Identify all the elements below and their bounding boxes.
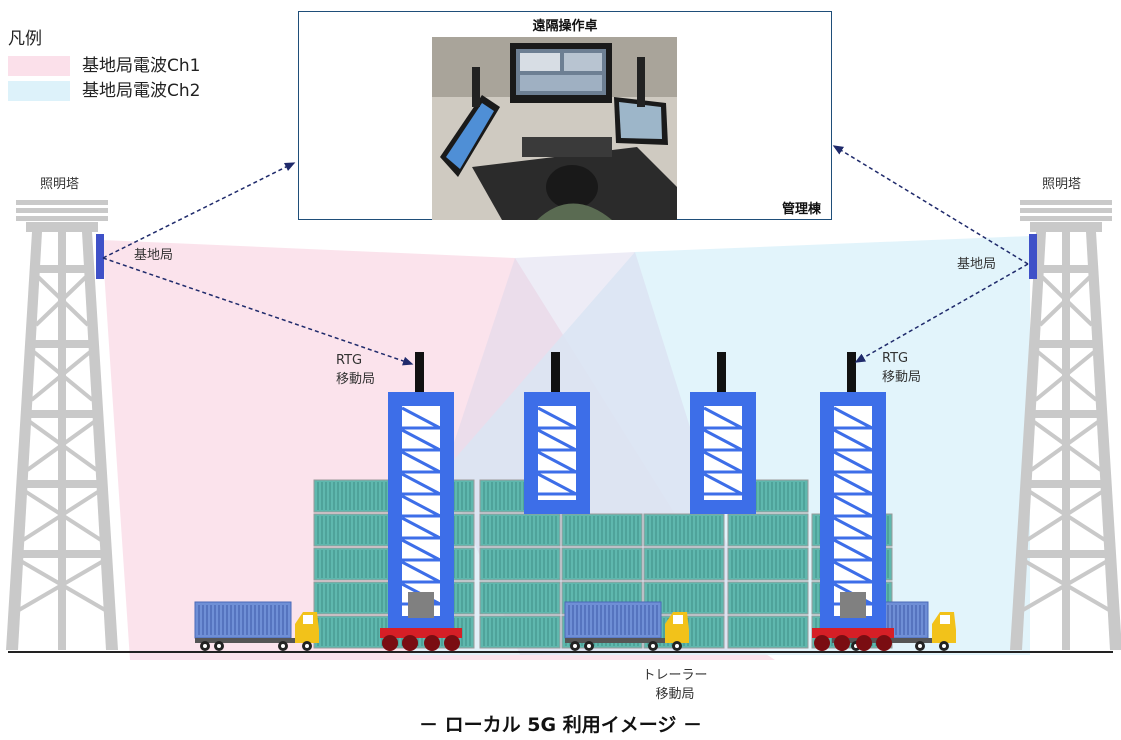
container-stack xyxy=(479,479,561,649)
crane-wheel xyxy=(876,635,892,651)
rtg-left-label: RTG 移動局 xyxy=(336,351,375,389)
link-base-right-to-ops xyxy=(832,145,1029,265)
base-station-left-label: 基地局 xyxy=(134,248,174,263)
rtg-left-label-line1: RTG xyxy=(336,353,363,368)
diagram-caption: － ローカル 5G 利用イメージ － xyxy=(419,714,702,736)
rtg-crane-2 xyxy=(524,352,590,514)
rtg-left-label-line2: 移動局 xyxy=(336,372,376,387)
tower-left xyxy=(6,200,118,650)
crane-wheel xyxy=(834,635,850,651)
console-photo xyxy=(432,37,677,220)
crane-bogie xyxy=(380,628,462,638)
tower-right-label: 照明塔 xyxy=(1042,177,1082,192)
legend-title: 凡例 xyxy=(8,29,42,49)
tower-right xyxy=(1010,200,1121,650)
trailer-label: トレーラー 移動局 xyxy=(620,666,730,704)
truck-left xyxy=(194,601,319,651)
crane-wheel xyxy=(424,635,440,651)
crane-wheel xyxy=(856,635,872,651)
spreader xyxy=(408,592,434,618)
base-station-antenna-left xyxy=(96,234,104,279)
antenna-mast xyxy=(847,352,856,392)
link-base-left-to-rtg xyxy=(102,257,414,366)
truck-center xyxy=(564,601,689,651)
crane-wheel xyxy=(444,635,460,651)
ops-box-title: 遠隔操作卓 xyxy=(532,19,598,34)
crane-wheel xyxy=(402,635,418,651)
base-station-antenna-right xyxy=(1029,234,1037,279)
link-base-right-to-rtg xyxy=(854,263,1029,363)
ops-building-label: 管理棟 xyxy=(781,202,821,217)
tower-left-label: 照明塔 xyxy=(40,177,80,192)
spreader xyxy=(840,592,866,618)
trailer-label-line1: トレーラー xyxy=(642,668,708,683)
crane-wheel xyxy=(814,635,830,651)
link-base-left-to-ops xyxy=(102,162,296,259)
base-station-right-label: 基地局 xyxy=(957,257,997,272)
legend-swatch-ch2 xyxy=(8,81,70,101)
rtg-right-label-line2: 移動局 xyxy=(882,370,922,385)
antenna-mast xyxy=(415,352,424,392)
rtg-right-label-line1: RTG xyxy=(882,351,909,366)
rtg-crane-4 xyxy=(812,352,894,651)
trailer-label-line2: 移動局 xyxy=(655,687,695,702)
rtg-crane-3 xyxy=(690,352,756,514)
remote-ops-box: 遠隔操作卓 xyxy=(298,11,832,220)
crane-bogie xyxy=(812,628,894,638)
legend-swatch-ch1 xyxy=(8,56,70,76)
rtg-right-label: RTG 移動局 xyxy=(882,349,921,387)
lighting-towers xyxy=(6,200,1121,650)
antenna-mast xyxy=(717,352,726,392)
crane-wheel xyxy=(382,635,398,651)
legend-label-ch1: 基地局電波Ch1 xyxy=(82,56,201,76)
rtg-cranes xyxy=(380,352,894,651)
legend-label-ch2: 基地局電波Ch2 xyxy=(82,81,201,101)
antenna-mast xyxy=(551,352,560,392)
rtg-crane-1 xyxy=(380,352,462,651)
